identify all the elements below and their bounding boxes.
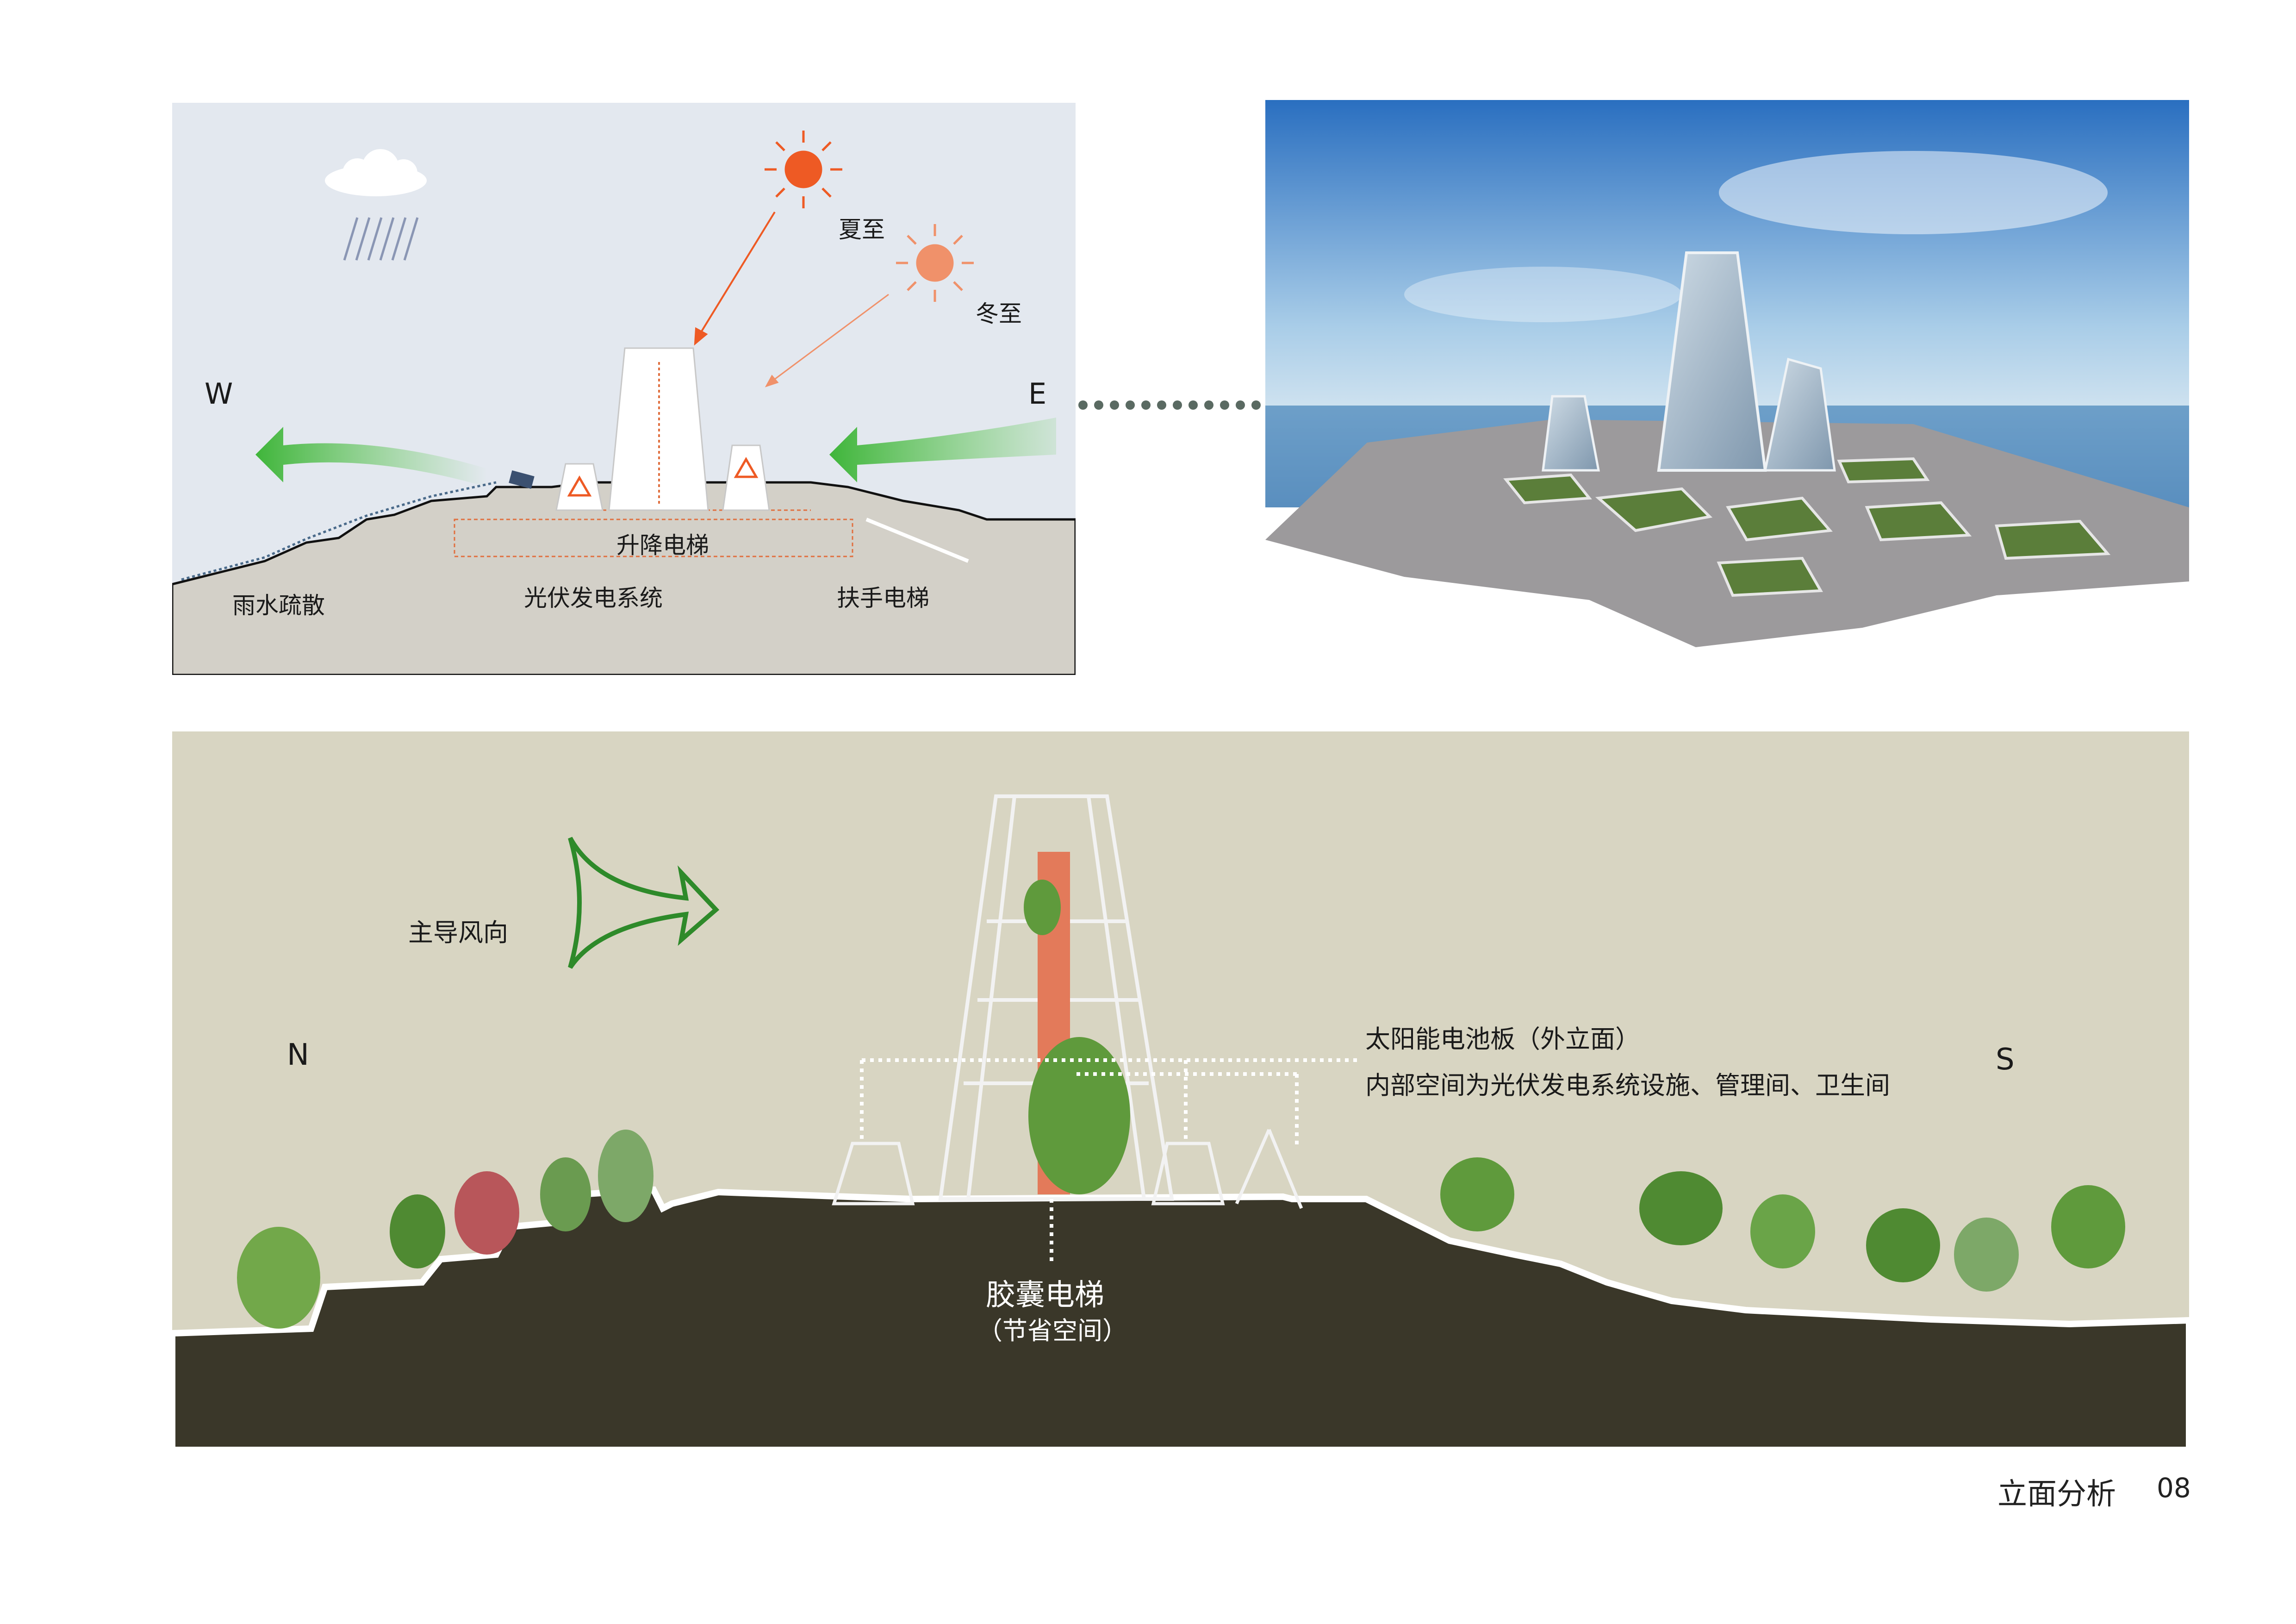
trees-south xyxy=(1440,1157,2125,1292)
ground-section xyxy=(172,481,1076,675)
winter-solstice-label: 冬至 xyxy=(976,300,1022,327)
render-side-tower-left xyxy=(1542,395,1600,472)
terrain-section xyxy=(172,1186,2189,1450)
south-label: S xyxy=(1996,1043,2015,1077)
west-tower xyxy=(555,463,604,511)
space-saving-label: （节省空间） xyxy=(977,1316,1127,1345)
pv-system-label: 光伏发电系统 xyxy=(524,585,663,612)
climate-diagram-panel: 夏至 冬至 W E 升降电梯 雨水疏散 光伏发电系统 扶手电梯 xyxy=(172,103,1076,675)
elevation-section-graphic xyxy=(172,794,2189,1450)
panel-connector-dots xyxy=(1078,400,1261,410)
winter-sun-icon xyxy=(896,224,974,302)
west-wind-arrow xyxy=(255,427,487,487)
summer-sun-icon xyxy=(765,131,842,208)
prevailing-wind-label: 主导风向 xyxy=(408,918,508,947)
climate-diagram-graphic xyxy=(172,131,1076,675)
island-render-graphic xyxy=(1265,100,2189,647)
elevation-section-panel: 主导风向 N S 太阳能电池板（外立面） 内部空间为光伏发电系统设施、管理间、卫… xyxy=(172,731,2189,1450)
trees-north xyxy=(237,1130,653,1329)
solar-panel-label: 太阳能电池板（外立面） xyxy=(1365,1024,1640,1054)
east-wind-arrow xyxy=(829,418,1056,482)
summer-sun-ray-arrow xyxy=(694,211,776,346)
tower-plant-upper xyxy=(1024,880,1061,935)
capsule-elevator-label: 胶囊电梯 xyxy=(986,1278,1104,1312)
summer-solstice-label: 夏至 xyxy=(839,216,885,243)
cloud-icon xyxy=(325,149,427,196)
grass-terraces xyxy=(1503,457,2111,597)
island-base xyxy=(1265,419,2189,647)
prevailing-wind-arrow xyxy=(568,837,720,969)
winter-sun-ray-arrow xyxy=(765,294,889,387)
warning-icon xyxy=(567,457,759,497)
lift-elevator-label: 升降电梯 xyxy=(616,532,709,559)
east-label: E xyxy=(1028,377,1047,411)
west-label: W xyxy=(205,377,233,411)
annotation-dotted-lines xyxy=(860,1058,1362,1264)
escalator-label: 扶手电梯 xyxy=(837,585,929,612)
rain-icon xyxy=(343,217,419,261)
solar-panel-icon xyxy=(509,470,535,489)
page-number: 08 xyxy=(2157,1472,2191,1504)
page-title: 立面分析 xyxy=(1997,1477,2116,1512)
tower-trees xyxy=(1028,1037,1130,1194)
render-panel xyxy=(1265,100,2189,647)
north-label: N xyxy=(287,1038,309,1072)
rainwater-label: 雨水疏散 xyxy=(232,592,325,619)
render-side-tower-right xyxy=(1763,357,1836,472)
side-frames xyxy=(832,1129,1303,1209)
interior-use-label: 内部空间为光伏发电系统设施、管理间、卫生间 xyxy=(1365,1071,1890,1100)
escalator-line xyxy=(865,518,969,563)
